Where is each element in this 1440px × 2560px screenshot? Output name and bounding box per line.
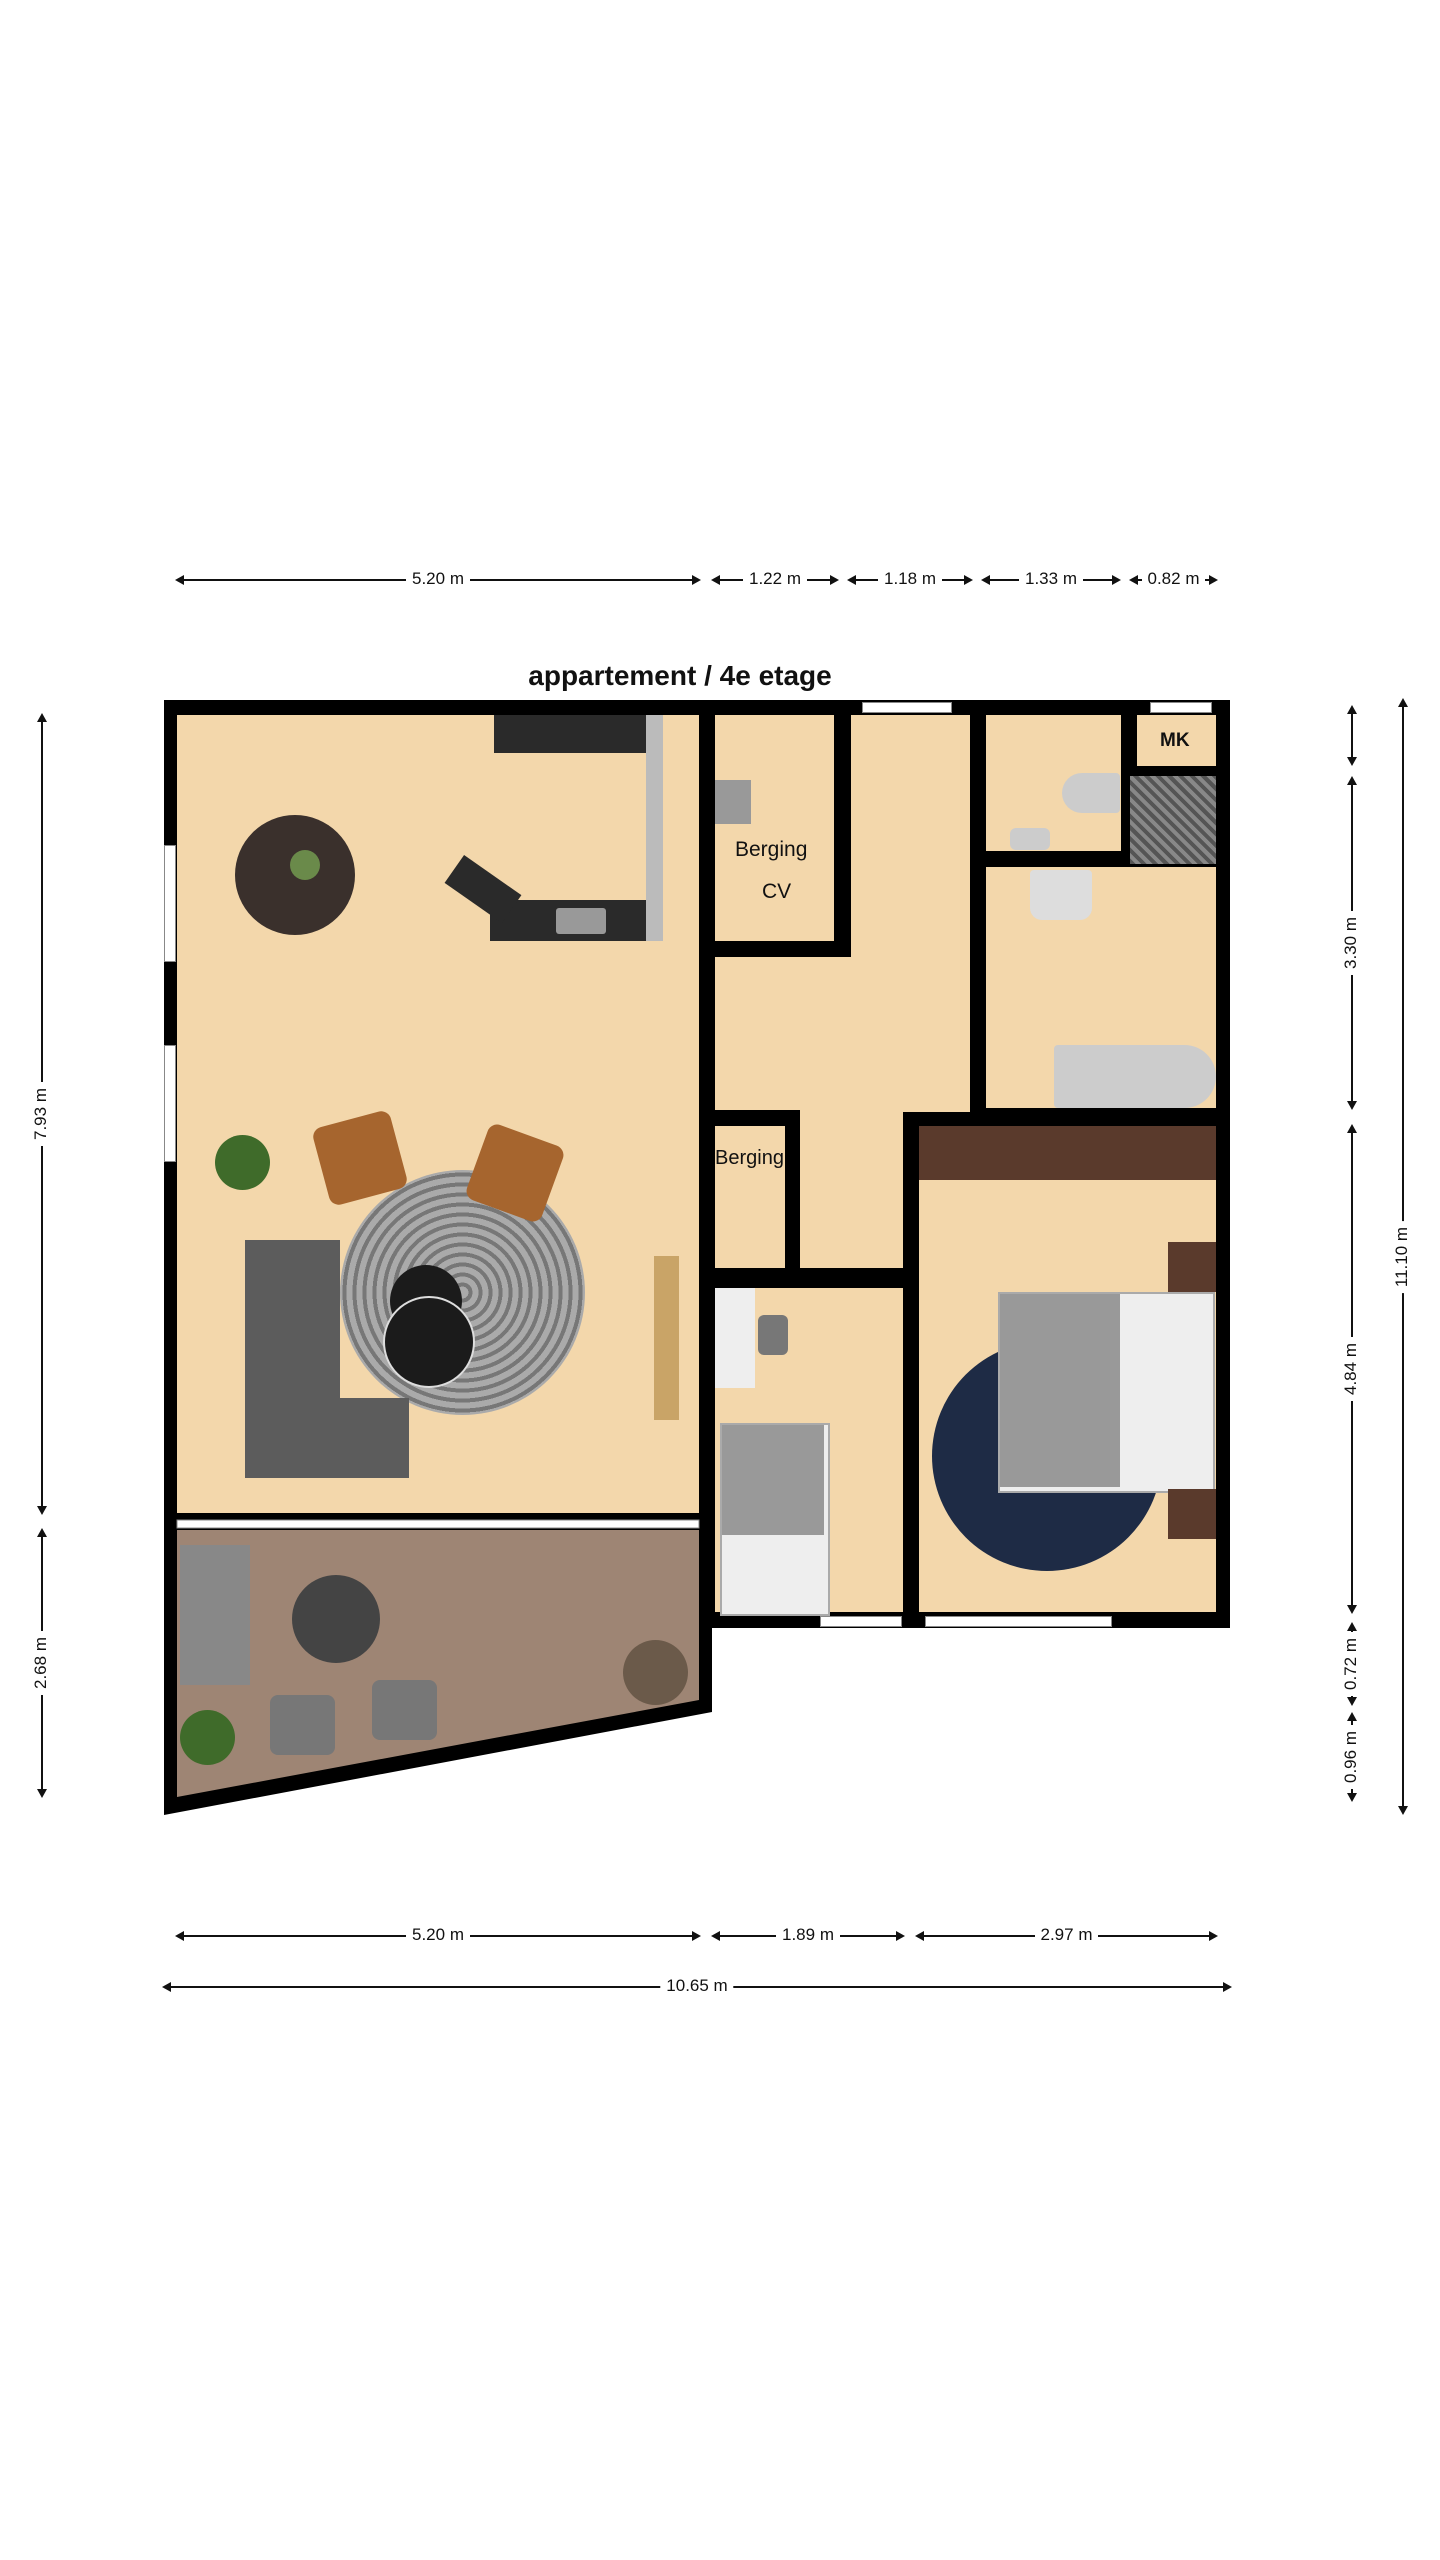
- sofa-chaise: [245, 1398, 409, 1478]
- coffee-table: [383, 1296, 475, 1388]
- desk-chair: [758, 1315, 788, 1355]
- mk-room: [1137, 715, 1216, 766]
- kitchen-counter: [494, 715, 663, 753]
- dim-top-4: 1.33 m: [981, 570, 1121, 587]
- dim-label: 1.33 m: [1019, 570, 1083, 587]
- window: [925, 1616, 1112, 1627]
- bathtub-icon: [1054, 1045, 1216, 1108]
- dim-left-1: 7.93 m: [31, 713, 50, 1515]
- tv-unit: [654, 1256, 679, 1420]
- room-label-mk: MK: [1160, 730, 1190, 751]
- balcony-sofa: [180, 1545, 250, 1685]
- dim-label: 1.22 m: [743, 570, 807, 587]
- kitchen-sink: [556, 908, 606, 934]
- berging-cv-room: [715, 715, 834, 941]
- wardrobe: [919, 1126, 1216, 1180]
- dim-overall-width: 10.65 m: [162, 1977, 1232, 1994]
- dim-right-3: 0.72 m: [1341, 1622, 1360, 1706]
- sink-icon: [1010, 828, 1050, 850]
- dim-bottom-1: 5.20 m: [175, 1926, 701, 1943]
- nightstand: [1168, 1242, 1216, 1292]
- dim-label: 0.82 m: [1141, 570, 1206, 587]
- room-label-berging: Berging: [735, 838, 808, 861]
- window: [1150, 702, 1212, 713]
- balcony-rug: [292, 1575, 380, 1663]
- dim-label: 2.97 m: [1034, 1926, 1099, 1943]
- dim-label: 5.20 m: [406, 570, 470, 587]
- boiler: [715, 780, 751, 824]
- sink-icon: [1030, 870, 1092, 920]
- berging-small-room: [715, 1126, 785, 1268]
- dim-overall-height: 11.10 m: [1392, 698, 1411, 1815]
- dim-label: 1.89 m: [776, 1926, 840, 1943]
- dim-top-3: 1.18 m: [847, 570, 973, 587]
- plant-icon: [180, 1710, 235, 1765]
- dim-label: 1.18 m: [878, 570, 942, 587]
- window: [862, 702, 952, 713]
- dim-bottom-3: 2.97 m: [915, 1926, 1218, 1943]
- nightstand: [1168, 1489, 1216, 1539]
- dim-right-4: 0.96 m: [1341, 1712, 1360, 1802]
- dim-top-5: 0.82 m: [1129, 570, 1218, 587]
- plant-icon: [215, 1135, 270, 1190]
- balcony-chair: [372, 1680, 437, 1740]
- hall-corridor: [800, 1108, 903, 1268]
- desk: [715, 1288, 755, 1388]
- toilet-icon: [1062, 773, 1120, 813]
- dim-top-2: 1.22 m: [711, 570, 839, 587]
- plant-icon: [623, 1640, 688, 1705]
- round-rug: [340, 1170, 585, 1415]
- dim-bottom-2: 1.89 m: [711, 1926, 905, 1943]
- dim-label: 10.65 m: [660, 1977, 734, 1994]
- dim-top-1: 5.20 m: [175, 570, 701, 587]
- bed-blanket: [1000, 1294, 1120, 1487]
- dim-right-0: [1344, 705, 1358, 766]
- balcony-chair: [270, 1695, 335, 1755]
- bed-blanket: [722, 1425, 824, 1535]
- hall-lower: [715, 957, 970, 1110]
- plant-icon: [290, 850, 320, 880]
- window: [164, 845, 176, 962]
- dim-right-1: 3.30 m: [1341, 776, 1360, 1110]
- plan-title: appartement / 4e etage: [528, 660, 832, 691]
- window: [164, 1045, 176, 1162]
- room-label-cv: CV: [762, 880, 792, 903]
- shower-tiles: [1130, 776, 1216, 864]
- window: [820, 1616, 902, 1627]
- room-label-berging-small: Berging: [715, 1147, 784, 1169]
- kitchen-counter: [646, 715, 663, 941]
- dim-label: 5.20 m: [406, 1926, 470, 1943]
- dim-left-2: 2.68 m: [31, 1528, 50, 1798]
- dim-right-2: 4.84 m: [1341, 1124, 1360, 1614]
